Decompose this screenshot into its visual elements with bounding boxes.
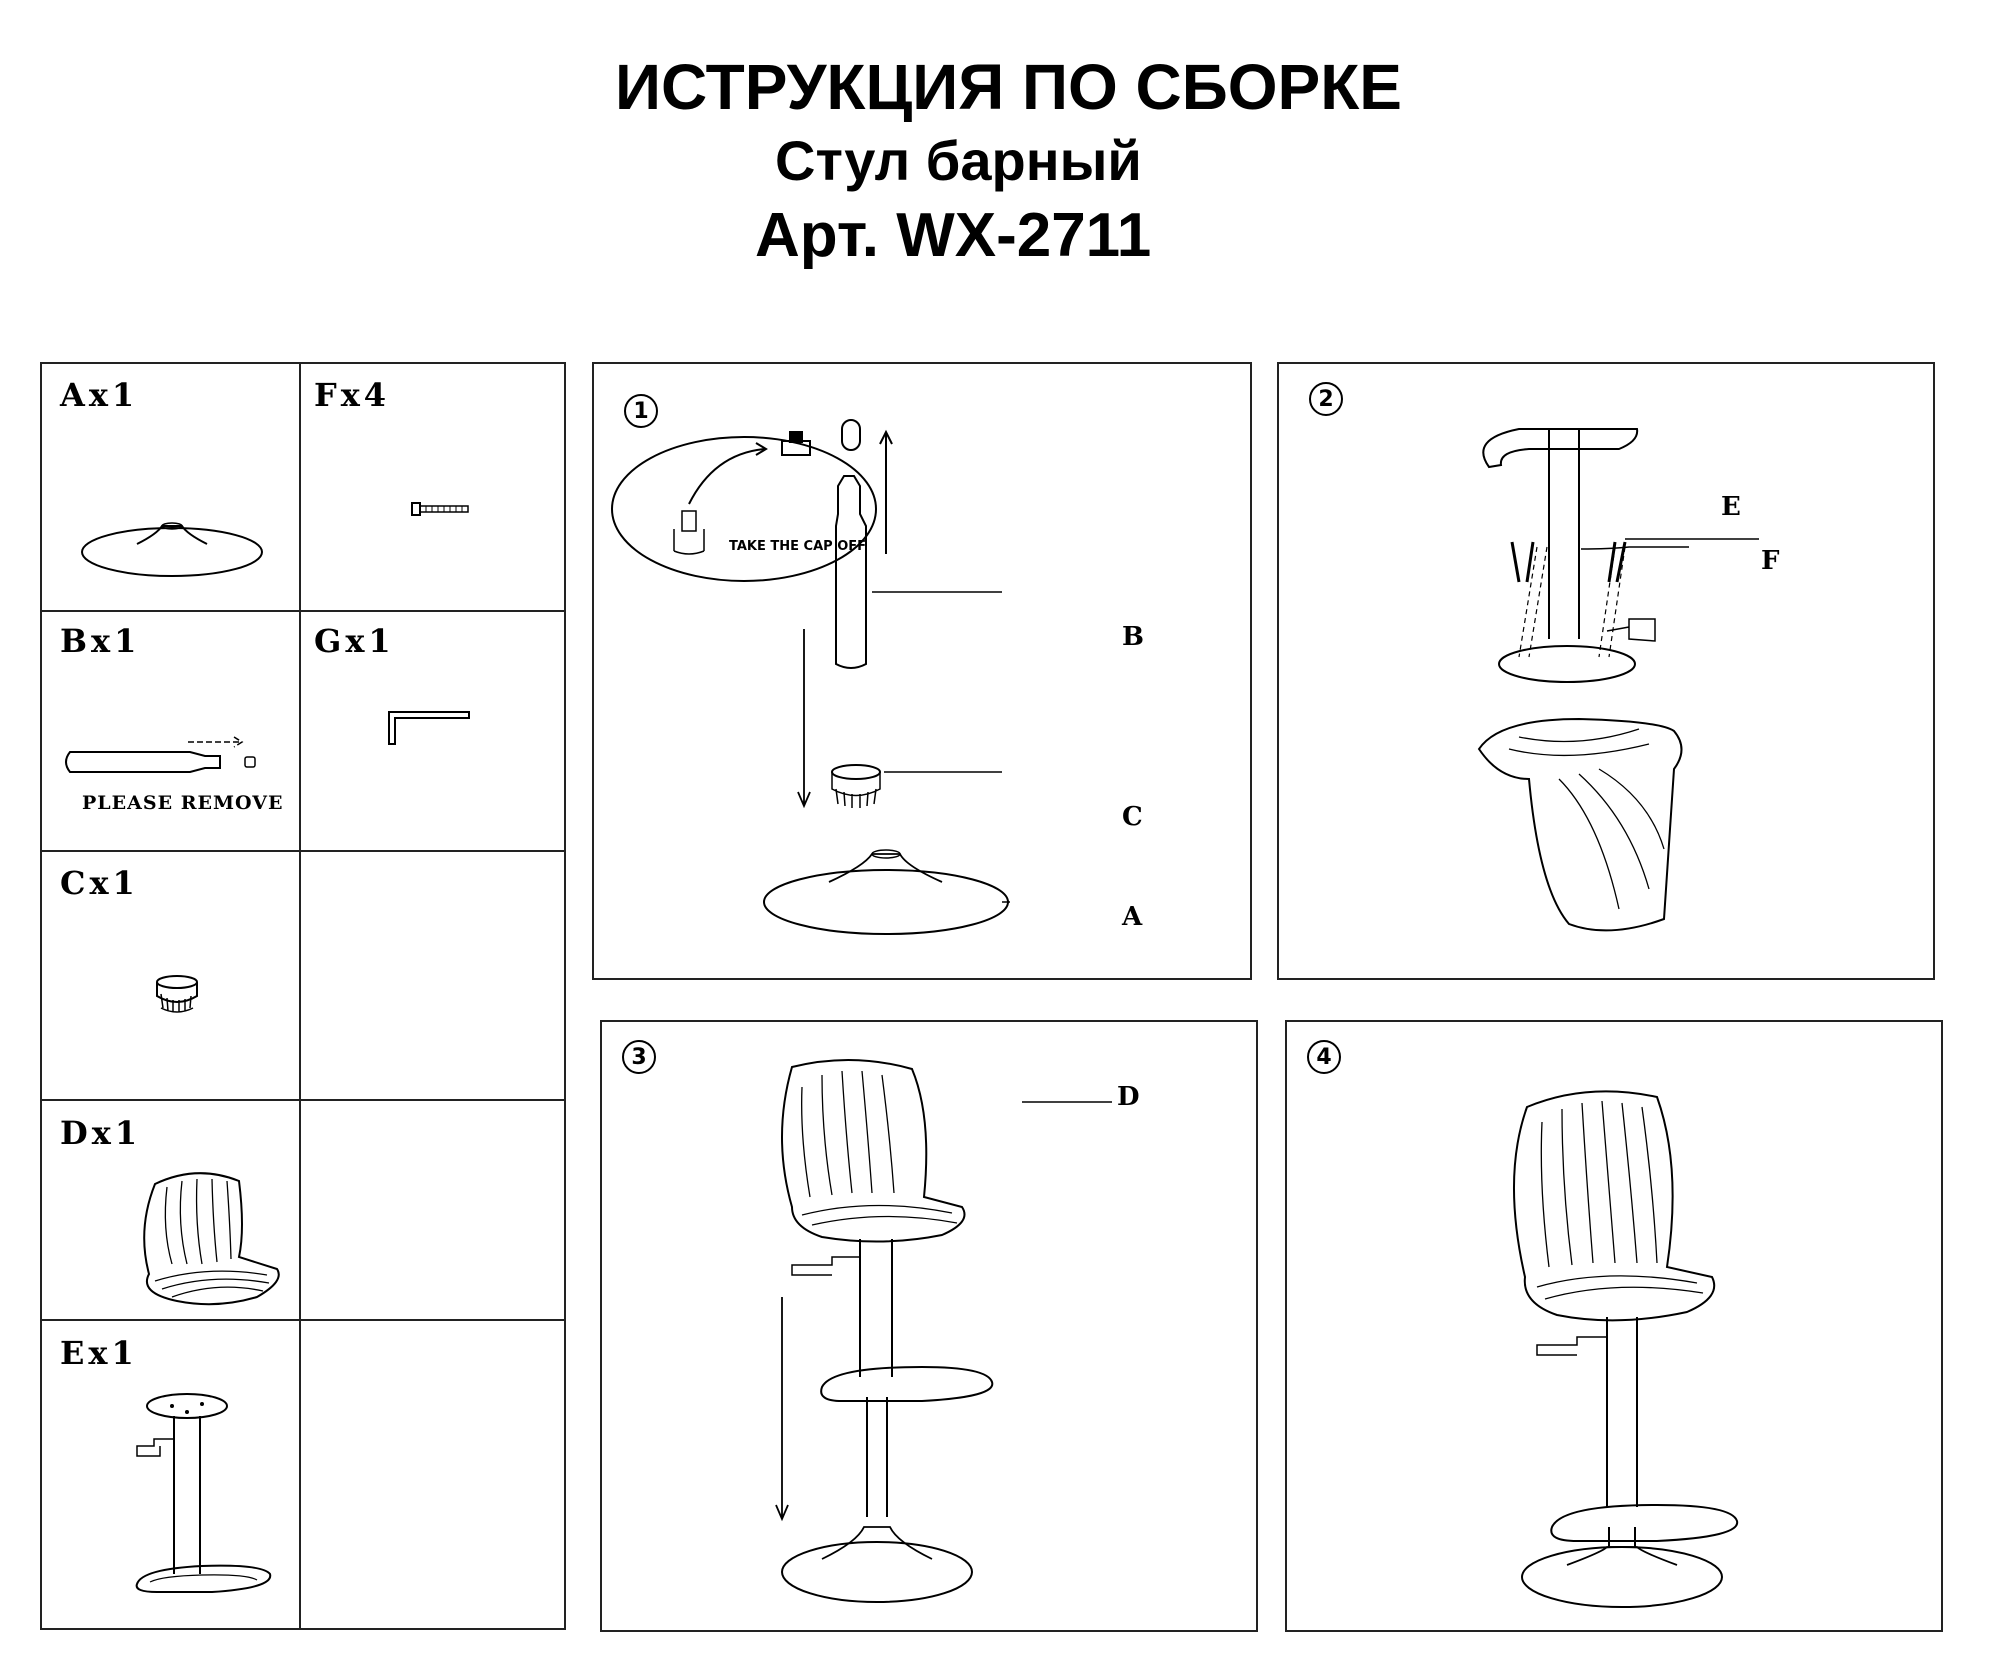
seat-on-column-icon: [762, 1057, 1182, 1617]
part-label-c: Cx1: [60, 864, 139, 902]
part-label-e: Ex1: [60, 1334, 138, 1372]
callout-b: B: [1122, 622, 1144, 652]
take-cap-off-note: TAKE THE CAP OFF: [729, 539, 867, 554]
step-number: 1: [624, 394, 658, 428]
document-title: ИСТРУКЦИЯ ПО СБОРКЕ: [615, 51, 1402, 123]
part-label-a: Ax1: [60, 376, 139, 414]
callout-e: E: [1721, 492, 1741, 522]
parts-list: Ax1 Fx4 Bx1 PLEASE REMOVE Gx1 Cx1 Dx1 Ex…: [40, 362, 566, 1630]
gas-lift-icon: [60, 734, 290, 784]
seat-mounting-icon: [1459, 419, 1919, 964]
allen-key-icon: [377, 704, 477, 754]
callout-c: C: [1122, 802, 1143, 832]
please-remove-note: PLEASE REMOVE: [82, 792, 284, 814]
ring-cover-icon: [152, 974, 202, 1014]
bolt-icon: [412, 499, 472, 519]
seat-shell-icon: [127, 1169, 287, 1309]
step-number: 3: [622, 1040, 656, 1074]
column-footrest-icon: [102, 1384, 282, 1614]
step-number: 2: [1309, 382, 1343, 416]
product-name: Стул барный: [775, 129, 1142, 192]
step-2-panel: 2 E F: [1277, 362, 1935, 980]
part-label-d: Dx1: [60, 1114, 142, 1152]
step-4-panel: 4: [1285, 1020, 1943, 1632]
assembled-bar-stool-icon: [1497, 1077, 1837, 1617]
gas-lift-assembly-icon: [774, 414, 1074, 974]
step-number: 4: [1307, 1040, 1341, 1074]
callout-f: F: [1761, 546, 1780, 576]
base-plate-icon: [77, 504, 267, 584]
document-header: ИСТРУКЦИЯ ПО СБОРКЕ Стул барный Арт. WX-…: [0, 0, 2000, 300]
callout-a: A: [1122, 902, 1143, 932]
part-label-g: Gx1: [314, 622, 395, 660]
cap-removal-detail-icon: [604, 431, 894, 589]
part-label-b: Bx1: [60, 622, 141, 660]
article-number: Арт. WX-2711: [755, 201, 1152, 270]
part-label-f: Fx4: [314, 376, 391, 414]
callout-d: D: [1117, 1082, 1140, 1112]
step-3-panel: 3 D: [600, 1020, 1258, 1632]
step-1-panel: 1 TAKE THE CAP OFF B C A: [592, 362, 1252, 980]
